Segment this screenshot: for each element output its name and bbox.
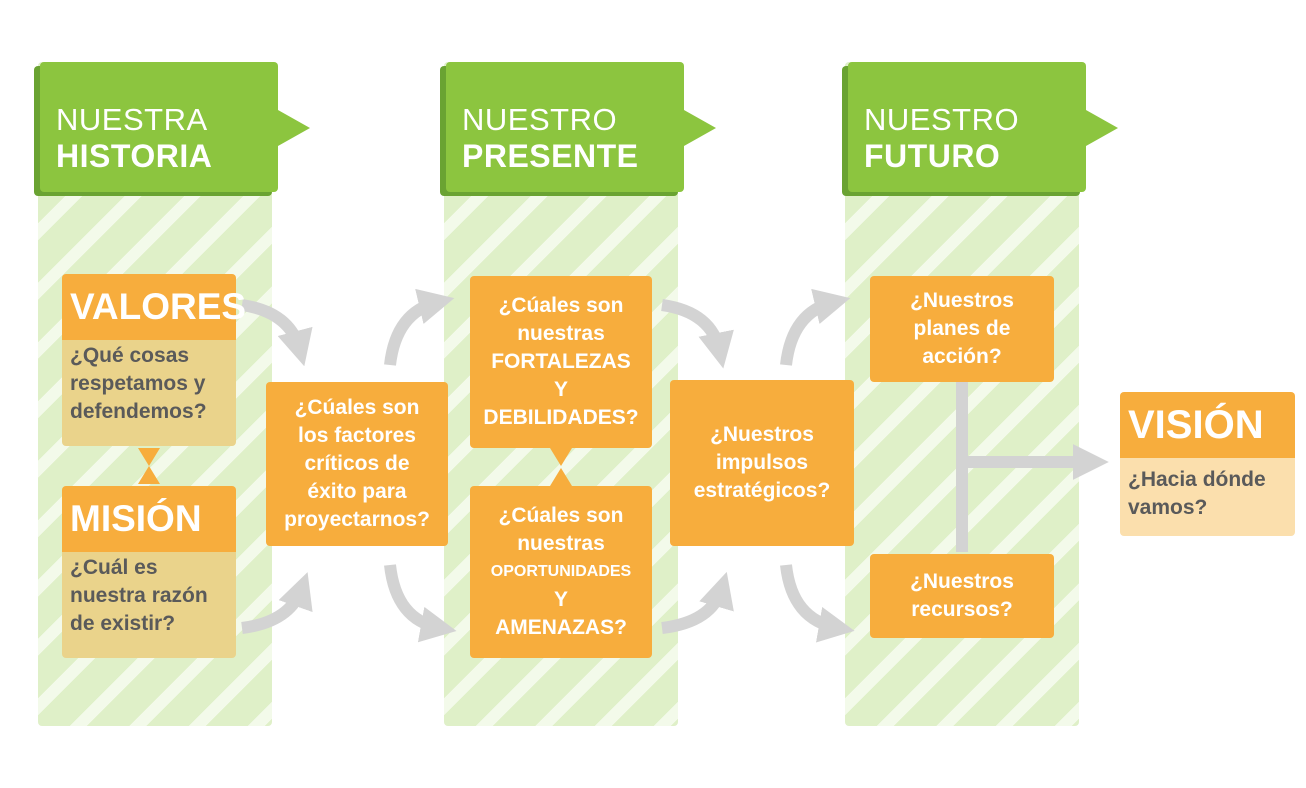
factores-l4: éxito para xyxy=(307,480,407,503)
oportunidades-l4: Y xyxy=(553,588,568,611)
valores-card: VALORES ¿Qué cosas respetamos y defendem… xyxy=(62,274,246,446)
recursos-l1: ¿Nuestros xyxy=(910,570,1014,593)
factores-l3: críticos de xyxy=(304,452,410,475)
oportunidades-l5: AMENAZAS? xyxy=(495,616,627,639)
vision-card: VISIÓN ¿Hacia dónde vamos? xyxy=(1120,392,1295,536)
oportunidades-box: ¿Cúales son nuestras OPORTUNIDADES Y AME… xyxy=(470,486,652,658)
mision-card: MISIÓN ¿Cuál es nuestra razón de existir… xyxy=(62,486,236,658)
valores-q2: respetamos y xyxy=(70,372,206,395)
vision-question: ¿Hacia dónde vamos? xyxy=(1120,458,1295,536)
arrow-oportunidades-to-impulsos xyxy=(661,571,734,634)
factores-l5: proyectarnos? xyxy=(284,508,430,531)
header-historia-line2: HISTORIA xyxy=(56,138,213,174)
header-historia: NUESTRA HISTORIA xyxy=(40,62,310,192)
valores-title: VALORES xyxy=(62,274,246,340)
recursos-box: ¿Nuestros recursos? xyxy=(870,554,1054,638)
mision-question: ¿Cuál es nuestra razón de existir? xyxy=(62,552,236,658)
valores-question: ¿Qué cosas respetamos y defendemos? xyxy=(62,340,236,446)
arrow-valores-to-factores xyxy=(240,299,313,367)
recursos-l2: recursos? xyxy=(911,598,1013,621)
header-presente-line1: NUESTRO xyxy=(462,102,618,137)
header-futuro: NUESTRO FUTURO xyxy=(848,62,1118,192)
vision-q2: vamos? xyxy=(1128,496,1208,519)
valores-q3: defendemos? xyxy=(70,400,207,423)
connector-diamond-bottom xyxy=(138,466,160,484)
oportunidades-l1: ¿Cúales son xyxy=(498,504,624,527)
header-historia-line1: NUESTRA xyxy=(56,102,208,137)
mision-title: MISIÓN xyxy=(62,486,236,552)
mision-q1: ¿Cuál es xyxy=(70,556,158,579)
arrow-fortalezas-to-impulsos xyxy=(661,299,734,369)
arrow-mision-to-factores xyxy=(241,572,313,634)
valores-q1: ¿Qué cosas xyxy=(70,344,190,367)
header-futuro-line1: NUESTRO xyxy=(864,102,1020,137)
connector-diamond-presente-top xyxy=(550,448,572,466)
header-futuro-line2: FUTURO xyxy=(864,138,1001,174)
oportunidades-l3: OPORTUNIDADES xyxy=(490,563,632,580)
vision-q1: ¿Hacia dónde xyxy=(1128,468,1266,491)
factores-l2: los factores xyxy=(298,424,416,447)
arrow-impulsos-to-planes xyxy=(780,288,851,366)
planes-l1: ¿Nuestros xyxy=(910,289,1014,312)
arrow-impulsos-to-recursos xyxy=(780,564,855,643)
header-presente: NUESTRO PRESENTE xyxy=(446,62,716,192)
factores-box: ¿Cúales son los factores críticos de éxi… xyxy=(266,382,448,546)
arrow-factores-to-fortalezas xyxy=(384,288,455,366)
mision-q2: nuestra razón xyxy=(70,584,208,607)
connector-diamond-presente-bottom xyxy=(550,468,572,486)
fortalezas-l2: nuestras xyxy=(517,322,605,345)
fortalezas-l4: Y xyxy=(553,378,568,401)
impulsos-l1: ¿Nuestros xyxy=(710,423,814,446)
planes-l3: acción? xyxy=(922,345,1002,368)
oportunidades-l2: nuestras xyxy=(517,532,605,555)
fortalezas-box: ¿Cúales son nuestras FORTALEZAS Y DEBILI… xyxy=(470,276,652,448)
vision-title: VISIÓN xyxy=(1120,392,1295,458)
impulsos-box: ¿Nuestros impulsos estratégicos? xyxy=(670,380,854,546)
fortalezas-l5: DEBILIDADES? xyxy=(483,406,639,429)
mision-q3: de existir? xyxy=(70,612,176,635)
planes-l2: planes de xyxy=(913,317,1011,340)
fortalezas-l3: FORTALEZAS xyxy=(491,350,631,373)
fortalezas-l1: ¿Cúales son xyxy=(498,294,624,317)
impulsos-l3: estratégicos? xyxy=(693,479,831,502)
impulsos-l2: impulsos xyxy=(715,451,809,474)
factores-l1: ¿Cúales son xyxy=(294,396,420,419)
header-presente-line2: PRESENTE xyxy=(462,138,639,174)
arrow-factores-to-oportunidades xyxy=(384,564,457,643)
planes-box: ¿Nuestros planes de acción? xyxy=(870,276,1054,382)
connector-diamond-top xyxy=(138,448,160,466)
